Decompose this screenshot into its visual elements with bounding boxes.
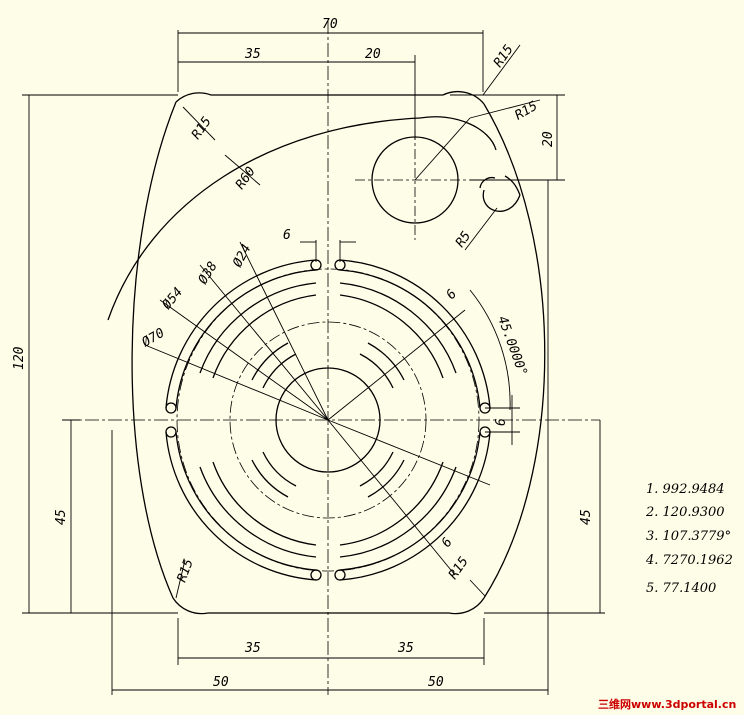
dim-vert-20: 20 (541, 131, 556, 147)
dim-dia-70: Ø70 (140, 326, 168, 351)
dim-r15-bottom-right: R15 (446, 554, 472, 582)
outer-profile (107, 91, 546, 615)
dimension-lines (22, 30, 605, 695)
dim-r15-left-top: R15 (189, 114, 215, 142)
dimension-texts: 70 35 20 R15 R15 20 R15 R60 R5 6 Ø24 Ø38… (12, 17, 594, 690)
watermark: 三维网www.3dportal.cn (598, 697, 736, 711)
dim-angle-45: 45.0000° (494, 314, 530, 378)
dim-right-45: 45 (579, 509, 594, 525)
result-item: 4. 7270.1962 (645, 553, 733, 568)
dim-bottom-50-left: 50 (213, 675, 229, 690)
dim-dia-54: Ø54 (160, 285, 187, 313)
result-item: 1. 992.9484 (646, 482, 725, 497)
dim-r15-bottom-left: R15 (175, 557, 197, 584)
dim-left-45: 45 (54, 509, 69, 525)
result-item: 2. 120.9300 (645, 505, 725, 520)
concentric-rings (165, 259, 491, 581)
dim-slot-6-bottom: 6 (439, 535, 456, 550)
dim-dia-24: Ø24 (230, 242, 254, 270)
dim-dia-38: Ø38 (196, 259, 221, 287)
dim-right-20-top: 20 (365, 47, 381, 62)
dim-r15-hole: R15 (513, 99, 541, 124)
dim-slot-6-side: 6 (494, 418, 509, 426)
result-item: 3. 107.3779° (646, 529, 731, 544)
dim-r5: R5 (453, 229, 474, 251)
dim-height-120: 120 (12, 346, 27, 370)
dim-bottom-35-right: 35 (397, 641, 414, 656)
result-item: 5. 77.1400 (646, 581, 716, 596)
diameter-leaders (144, 241, 491, 576)
dim-left-35-top: 35 (244, 47, 261, 62)
results-list: 1. 992.9484 2. 120.9300 3. 107.3779° 4. … (645, 482, 733, 596)
dim-r15-top-right: R15 (491, 42, 517, 70)
dim-width-top: 70 (322, 17, 338, 32)
center-lines (62, 20, 600, 695)
dim-bottom-35-left: 35 (244, 641, 261, 656)
dim-bottom-50-right: 50 (428, 675, 444, 690)
dim-slot-6-right: 6 (444, 287, 461, 303)
dim-slot-6-top: 6 (283, 228, 291, 243)
